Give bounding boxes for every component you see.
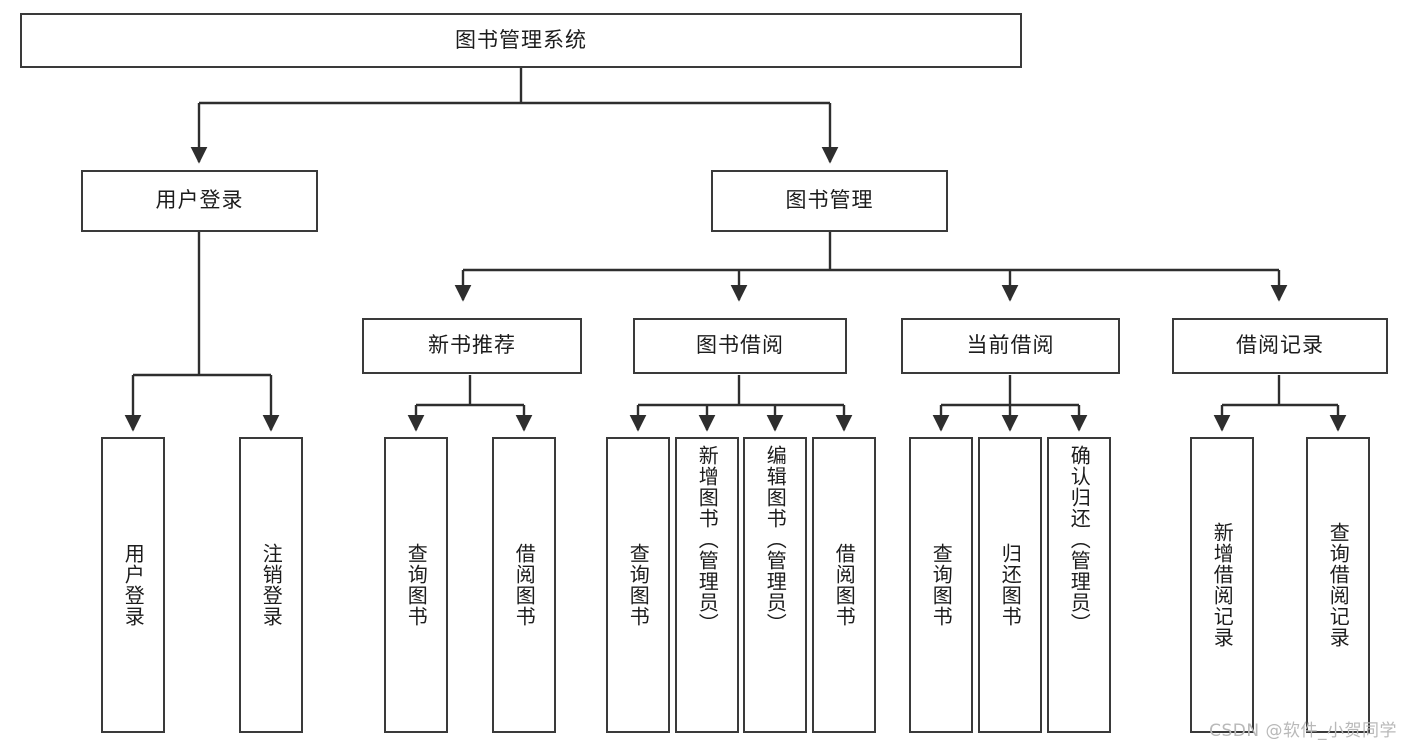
node-label: 新增图书（管理员）: [695, 445, 720, 634]
node-current-borrow[interactable]: 当前借阅: [901, 318, 1120, 374]
leaf-logout[interactable]: 注销登录: [239, 437, 303, 733]
node-label: 查询图书: [626, 543, 651, 627]
node-label: 确认归还（管理员）: [1067, 445, 1092, 634]
leaf-add-book-admin[interactable]: 新增图书（管理员）: [675, 437, 739, 733]
leaf-query-book-borrow[interactable]: 查询图书: [606, 437, 670, 733]
node-new-book-recommend[interactable]: 新书推荐: [362, 318, 582, 374]
leaf-user-login[interactable]: 用户登录: [101, 437, 165, 733]
node-label: 查询图书: [929, 543, 954, 627]
leaf-query-borrow-record[interactable]: 查询借阅记录: [1306, 437, 1370, 733]
node-label: 新增借阅记录: [1210, 522, 1235, 648]
node-label: 编辑图书（管理员）: [763, 445, 788, 634]
node-label: 借阅图书: [512, 543, 537, 627]
leaf-return-book[interactable]: 归还图书: [978, 437, 1042, 733]
leaf-add-borrow-record[interactable]: 新增借阅记录: [1190, 437, 1254, 733]
node-label: 查询图书: [404, 543, 429, 627]
node-label: 用户登录: [155, 188, 244, 213]
node-label: 图书管理系统: [455, 27, 587, 52]
node-user-login[interactable]: 用户登录: [81, 170, 318, 232]
node-book-borrow[interactable]: 图书借阅: [633, 318, 847, 374]
leaf-borrow-book[interactable]: 借阅图书: [812, 437, 876, 733]
node-label: 查询借阅记录: [1326, 522, 1351, 648]
node-label: 图书管理: [785, 188, 874, 213]
leaf-confirm-return-admin[interactable]: 确认归还（管理员）: [1047, 437, 1111, 733]
node-label: 新书推荐: [428, 333, 516, 358]
node-label: 借阅记录: [1236, 333, 1324, 358]
node-label: 图书借阅: [696, 333, 784, 358]
leaf-query-book-recommend[interactable]: 查询图书: [384, 437, 448, 733]
node-label: 用户登录: [121, 543, 146, 627]
node-label: 归还图书: [998, 543, 1023, 627]
node-label: 注销登录: [259, 543, 284, 627]
node-label: 当前借阅: [966, 333, 1055, 358]
node-root-book-management-system[interactable]: 图书管理系统: [20, 13, 1022, 68]
leaf-query-book-current[interactable]: 查询图书: [909, 437, 973, 733]
leaf-borrow-book-recommend[interactable]: 借阅图书: [492, 437, 556, 733]
leaf-edit-book-admin[interactable]: 编辑图书（管理员）: [743, 437, 807, 733]
node-borrow-record[interactable]: 借阅记录: [1172, 318, 1388, 374]
node-label: 借阅图书: [832, 543, 857, 627]
node-book-management[interactable]: 图书管理: [711, 170, 948, 232]
